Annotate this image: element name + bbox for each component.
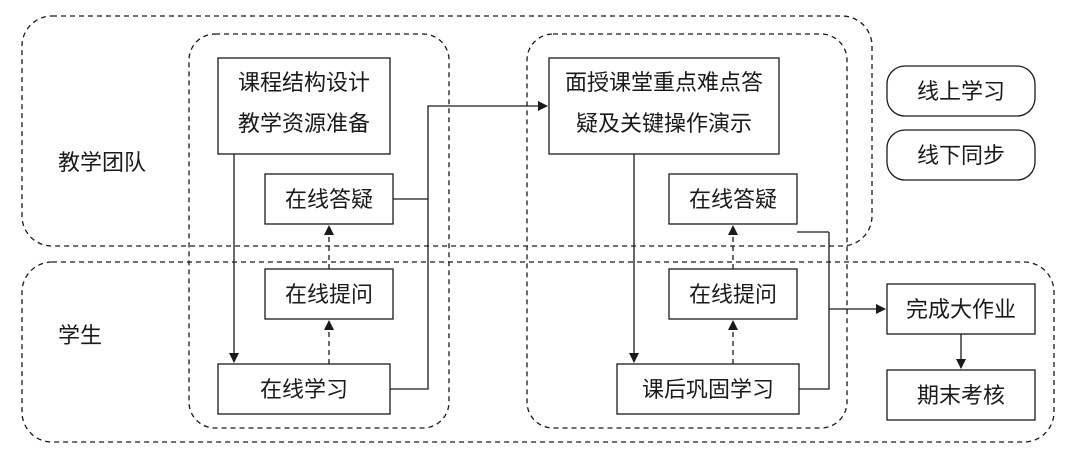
online-study-label: 在线学习 xyxy=(260,378,348,403)
online-question-box-left xyxy=(264,268,394,320)
legend-offline-label: 线下同步 xyxy=(917,144,1005,169)
online-answer-label-left: 在线答疑 xyxy=(285,188,373,213)
lecture-line1: 面授课堂重点难点答 xyxy=(565,71,763,96)
course-design-box xyxy=(217,57,391,155)
teaching-team-region xyxy=(21,15,873,247)
online-answer-box-left xyxy=(264,173,394,225)
legend-offline-pill xyxy=(886,129,1036,181)
offline-phase-container xyxy=(526,33,848,429)
review-study-label: 课后巩固学习 xyxy=(642,378,774,403)
exam-box xyxy=(886,369,1036,421)
course-design-line1: 课程结构设计 xyxy=(238,71,370,96)
online-question-box-right xyxy=(668,268,798,320)
lecture-box xyxy=(548,57,780,155)
connector-review-to-assignment xyxy=(799,304,886,390)
online-phase-container xyxy=(188,33,450,429)
student-region xyxy=(21,261,1055,443)
review-study-box xyxy=(616,363,800,415)
student-label: 学生 xyxy=(58,324,102,349)
online-question-label-left: 在线提问 xyxy=(285,283,373,308)
legend-online-label: 线上学习 xyxy=(917,80,1005,105)
online-question-label-right: 在线提问 xyxy=(689,283,777,308)
online-answer-label-right: 在线答疑 xyxy=(689,188,777,213)
connector-study-to-lecture xyxy=(390,101,548,390)
exam-label: 期末考核 xyxy=(917,384,1005,409)
teaching-team-label: 教学团队 xyxy=(58,151,146,176)
assignment-label: 完成大作业 xyxy=(906,298,1016,323)
lecture-line2: 疑及关键操作演示 xyxy=(576,112,752,137)
online-answer-box-right xyxy=(668,173,798,225)
course-design-line2: 教学资源准备 xyxy=(238,112,370,137)
legend-online-pill xyxy=(886,65,1036,117)
online-study-box xyxy=(217,363,391,415)
